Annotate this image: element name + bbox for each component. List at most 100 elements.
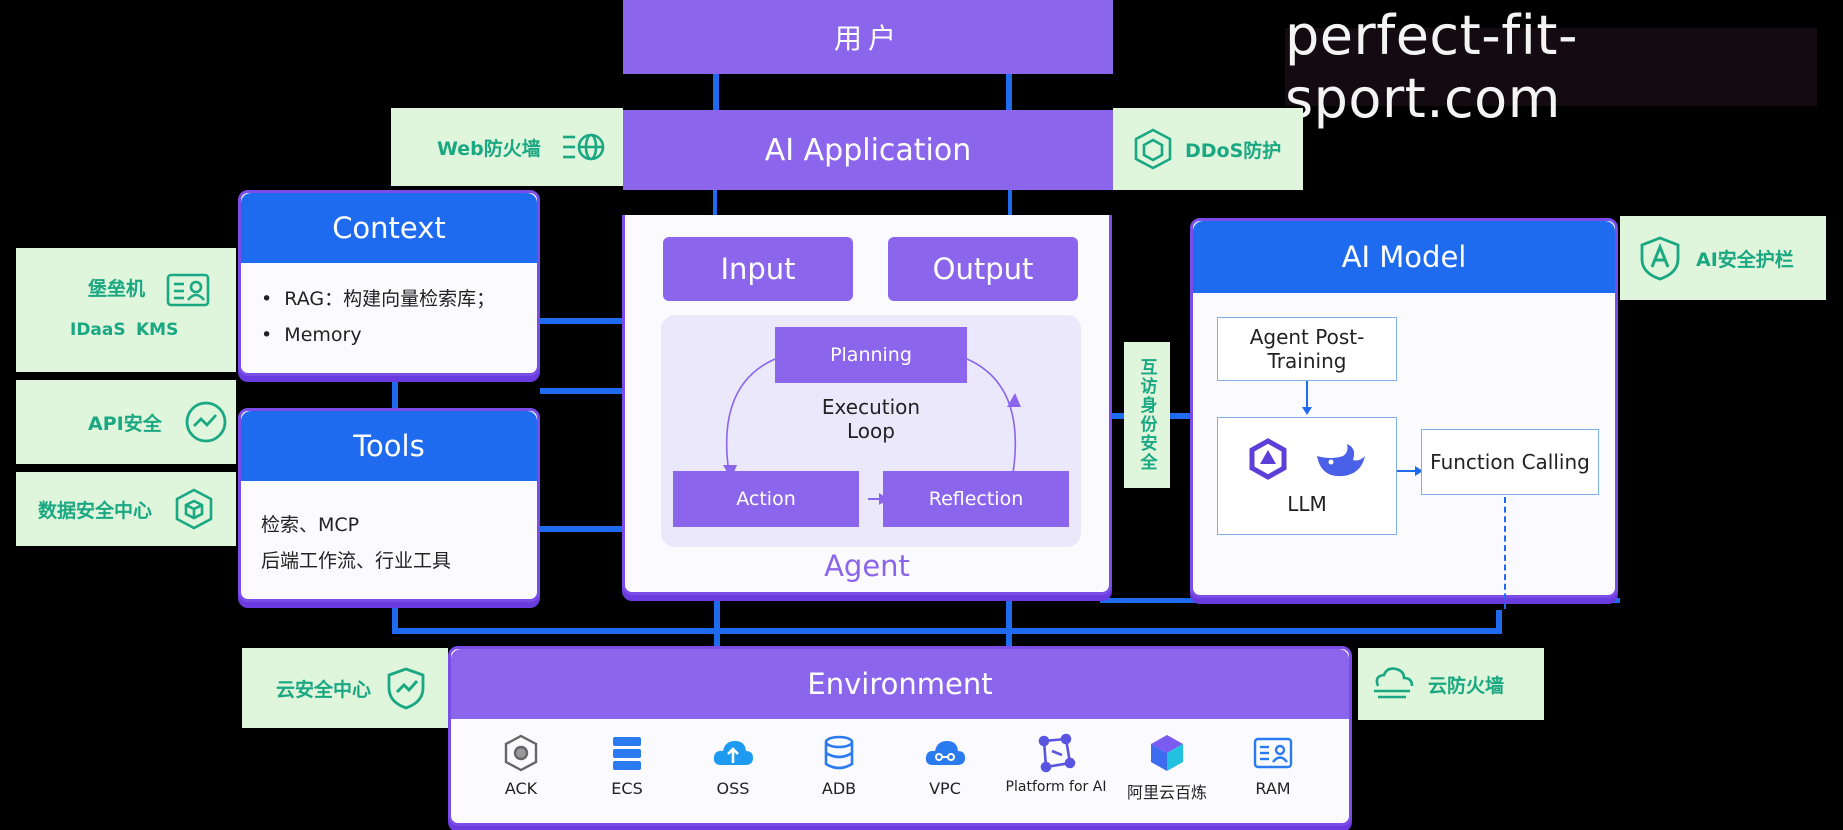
service-label: 阿里云百炼 xyxy=(1126,783,1207,802)
qwen-logo-icon xyxy=(1249,438,1287,480)
reflection-box: Reflection xyxy=(883,471,1069,527)
connector xyxy=(714,592,720,646)
tools-line: 后端工作流、行业工具 xyxy=(261,550,452,572)
connector xyxy=(392,604,398,630)
context-item-text: Memory xyxy=(284,324,362,346)
agent-label: Agent xyxy=(824,549,910,583)
id-card-icon xyxy=(166,273,210,307)
cloud-firewall-badge: 云防火墙 xyxy=(1358,648,1544,720)
llm-box: LLM xyxy=(1217,417,1397,535)
bastion-label: 堡垒机 xyxy=(88,278,146,300)
ddos-badge: DDoS防护 xyxy=(1113,108,1303,190)
input-box: Input xyxy=(663,237,853,301)
data-security-badge: 数据安全中心 xyxy=(16,472,236,546)
environment-panel: Environment ACK ECS OSS ADB VPC Platform… xyxy=(448,646,1352,826)
ai-application-label: AI Application xyxy=(764,132,972,168)
context-item-text: RAG：构建向量检索库； xyxy=(284,288,496,310)
shield-a-icon xyxy=(1640,236,1680,281)
oss-icon xyxy=(713,741,753,765)
connector xyxy=(540,526,622,532)
connector xyxy=(540,388,622,394)
service-label: VPC xyxy=(929,779,961,798)
execution-loop-area: Planning Execution Loop Action Reflectio… xyxy=(661,315,1081,547)
action-label: Action xyxy=(736,488,796,510)
environment-title: Environment xyxy=(807,667,993,701)
cloud-security-badge: 云安全中心 xyxy=(242,648,448,728)
post-training-box: Agent Post-Training xyxy=(1217,317,1397,381)
service-label: ADB xyxy=(821,779,857,798)
arrow-down xyxy=(1302,381,1312,415)
output-label: Output xyxy=(932,252,1034,286)
firewall-globe-icon xyxy=(562,133,605,161)
deepseek-whale-icon xyxy=(1317,444,1365,477)
pai-icon xyxy=(1038,733,1076,773)
action-box: Action xyxy=(673,471,859,527)
ack-icon xyxy=(504,734,538,772)
api-security-badge: API安全 xyxy=(16,380,236,464)
context-header: Context xyxy=(241,193,537,263)
context-item: • RAG：构建向量检索库； xyxy=(261,288,496,310)
connector xyxy=(1006,592,1012,646)
cloud-wave-icon xyxy=(1374,667,1414,699)
service-label: RAM xyxy=(1255,779,1291,798)
service-label: ACK xyxy=(504,779,538,798)
idaas-label: IDaaS xyxy=(70,320,126,340)
service-item: VPC xyxy=(895,733,995,803)
service-item: OSS xyxy=(683,733,783,803)
bailian-icon xyxy=(1151,735,1183,771)
user-label: 用户 xyxy=(833,22,902,55)
web-firewall-label: Web防火墙 xyxy=(437,137,541,160)
ai-model-header: AI Model xyxy=(1193,221,1615,293)
kms-label: KMS xyxy=(136,320,179,340)
post-training-label: Agent Post-Training xyxy=(1249,325,1365,373)
tools-header: Tools xyxy=(241,411,537,481)
llm-label: LLM xyxy=(1287,492,1327,516)
data-security-label: 数据安全中心 xyxy=(38,499,153,522)
arrow-right xyxy=(1397,466,1423,476)
web-firewall-badge: Web防火墙 xyxy=(391,108,623,186)
reflection-label: Reflection xyxy=(928,488,1024,510)
context-item: • Memory xyxy=(261,324,362,346)
bastion-badge: 堡垒机 IDaaS KMS xyxy=(16,248,236,372)
connector xyxy=(1008,186,1012,222)
connector xyxy=(392,628,1502,634)
execution-loop-label: Execution Loop xyxy=(821,395,921,443)
environment-header: Environment xyxy=(451,649,1349,719)
ddos-shield-icon xyxy=(1134,128,1172,170)
tools-title: Tools xyxy=(353,429,425,463)
cloud-security-label: 云安全中心 xyxy=(276,678,372,701)
ai-guardrail-label: AI安全护栏 xyxy=(1696,248,1794,271)
context-title: Context xyxy=(332,211,446,245)
connector xyxy=(1006,72,1012,112)
activity-circle-icon xyxy=(185,401,227,443)
connector xyxy=(1496,610,1502,632)
api-security-label: API安全 xyxy=(88,412,162,435)
connector xyxy=(540,318,622,324)
service-label: ECS xyxy=(611,779,643,798)
agent-panel: Input Output Planning Execution Loop Act… xyxy=(622,215,1112,595)
ai-application-box: AI Application xyxy=(623,110,1113,190)
watermark: perfect-fit-sport.com xyxy=(1285,4,1817,130)
hexagon-cube-icon xyxy=(175,488,213,530)
planning-label: Planning xyxy=(830,344,912,366)
service-item: RAM xyxy=(1223,733,1323,803)
shield-check-icon xyxy=(387,667,425,710)
service-item: ECS xyxy=(577,733,677,803)
ai-model-title: AI Model xyxy=(1341,240,1467,274)
tools-panel: Tools 检索、MCP 后端工作流、行业工具 xyxy=(238,408,540,602)
vpc-icon xyxy=(925,741,965,765)
output-box: Output xyxy=(888,237,1078,301)
ecs-icon xyxy=(613,737,641,770)
service-item: ADB xyxy=(789,733,889,803)
service-label: Platform for AI xyxy=(1005,779,1107,795)
dashed-connector xyxy=(1504,497,1506,609)
ai-guardrail-badge: AI安全护栏 xyxy=(1620,216,1826,300)
ai-model-panel: AI Model Agent Post-Training LLM Functio… xyxy=(1190,218,1618,609)
tools-line: 检索、MCP xyxy=(261,514,360,536)
ram-icon xyxy=(1253,737,1293,769)
mutual-auth-badge: 互访身份安全 xyxy=(1124,342,1170,488)
service-row: ACK ECS OSS ADB VPC Platform for AI 阿里云百… xyxy=(451,719,1349,803)
planning-box: Planning xyxy=(775,327,967,383)
connector xyxy=(713,186,717,222)
adb-icon xyxy=(824,735,854,770)
